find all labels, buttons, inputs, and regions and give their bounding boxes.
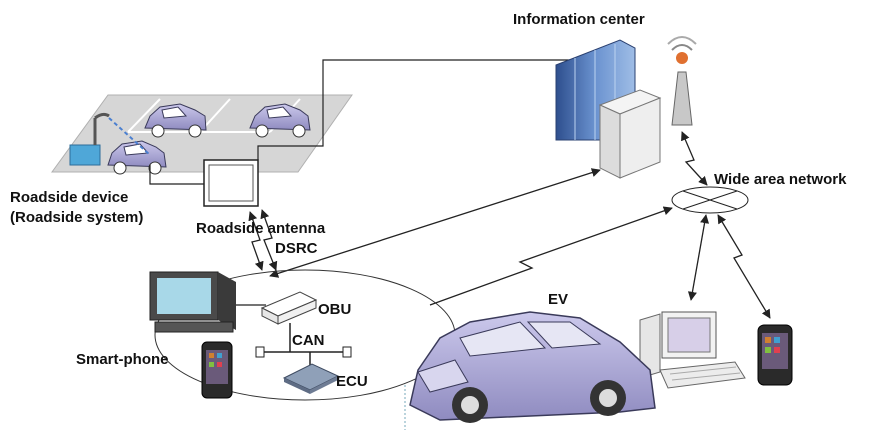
dsrc-link — [248, 211, 264, 271]
roadside-antenna-icon — [203, 159, 259, 207]
ev-car-icon — [409, 311, 656, 423]
network-link — [269, 168, 601, 278]
radio-tower-icon — [667, 36, 697, 126]
dsrc-link — [260, 209, 278, 271]
can-bus — [255, 323, 352, 368]
parked-car-icon — [144, 103, 207, 138]
obu-label: OBU — [318, 301, 351, 318]
roadside-device-icon — [69, 112, 151, 166]
parked-car-icon — [107, 140, 167, 175]
desktop-computer-icon — [639, 311, 746, 389]
roadside-system-label: (Roadside system) — [10, 209, 143, 226]
network-hub-icon — [671, 186, 749, 214]
info-center-label: Information center — [513, 11, 645, 28]
ecu-chip-icon — [282, 363, 340, 394]
roadside-device-label: Roadside device — [10, 189, 128, 206]
ecu-label: ECU — [336, 373, 368, 390]
smartphone-label: Smart-phone — [76, 351, 169, 368]
smartphone-icon — [201, 341, 233, 399]
roadside-antenna-label: Roadside antenna — [196, 220, 326, 237]
network-link — [687, 214, 710, 301]
smartphone-icon — [757, 324, 793, 386]
info-center-link — [257, 59, 575, 160]
server-icon — [598, 89, 662, 179]
display-monitor-icon — [149, 271, 236, 333]
ev-label: EV — [548, 291, 568, 308]
wireless-link — [717, 214, 771, 319]
dsrc-label: DSRC — [275, 240, 318, 257]
parked-car-icon — [249, 103, 311, 138]
obu-icon — [260, 291, 318, 325]
can-label: CAN — [292, 332, 325, 349]
wireless-link — [681, 131, 708, 186]
wan-label: Wide area network — [714, 171, 847, 188]
antenna-cable — [149, 165, 204, 185]
